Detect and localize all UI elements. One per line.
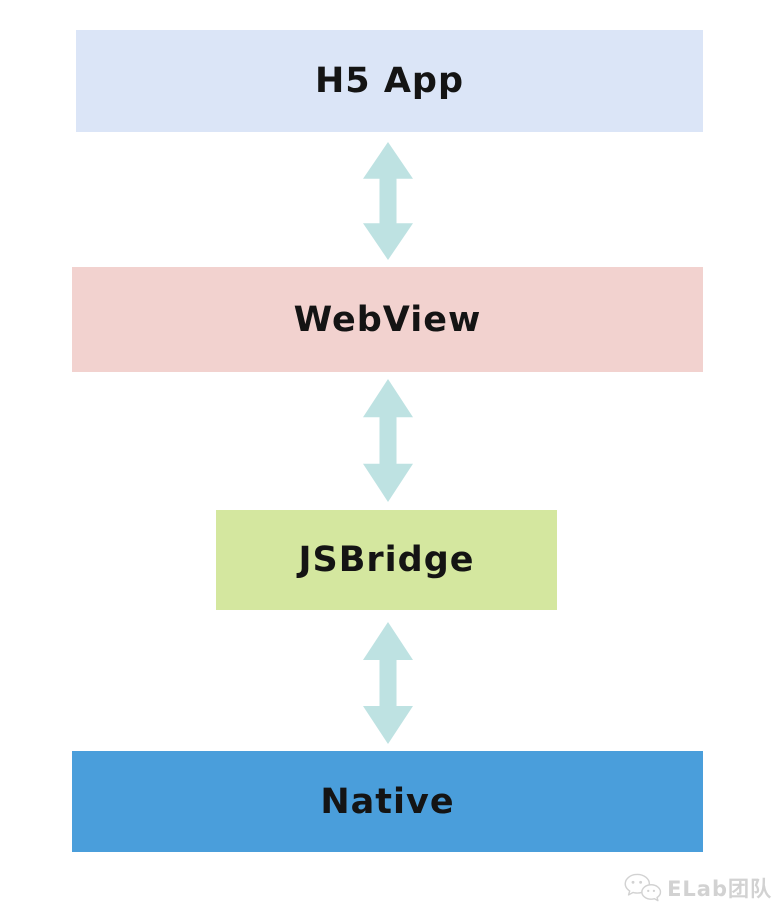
layer-label-native: Native <box>320 781 455 822</box>
wechat-eye <box>639 880 643 884</box>
wechat-small-bubble <box>641 884 662 902</box>
wechat-icon <box>624 873 662 902</box>
layer-label-webview: WebView <box>293 299 482 340</box>
double-arrow-shape <box>363 142 413 260</box>
layer-label-jsbridge: JSBridge <box>298 540 475 580</box>
double-arrow-shape <box>363 379 413 502</box>
layer-box-native: Native <box>72 751 703 852</box>
watermark: ELab团队 <box>624 873 772 903</box>
wechat-eye <box>631 880 635 884</box>
layer-box-h5-app: H5 App <box>76 30 703 132</box>
double-arrow-icon <box>363 142 413 260</box>
double-arrow-icon <box>363 622 413 744</box>
layer-box-webview: WebView <box>72 267 703 372</box>
wechat-eye <box>652 889 656 892</box>
double-arrow-icon <box>363 379 413 502</box>
layer-box-jsbridge: JSBridge <box>216 510 557 610</box>
double-arrow-shape <box>363 622 413 744</box>
wechat-eye <box>647 889 650 892</box>
layer-label-h5-app: H5 App <box>314 61 465 101</box>
watermark-label: ELab团队 <box>667 877 772 901</box>
